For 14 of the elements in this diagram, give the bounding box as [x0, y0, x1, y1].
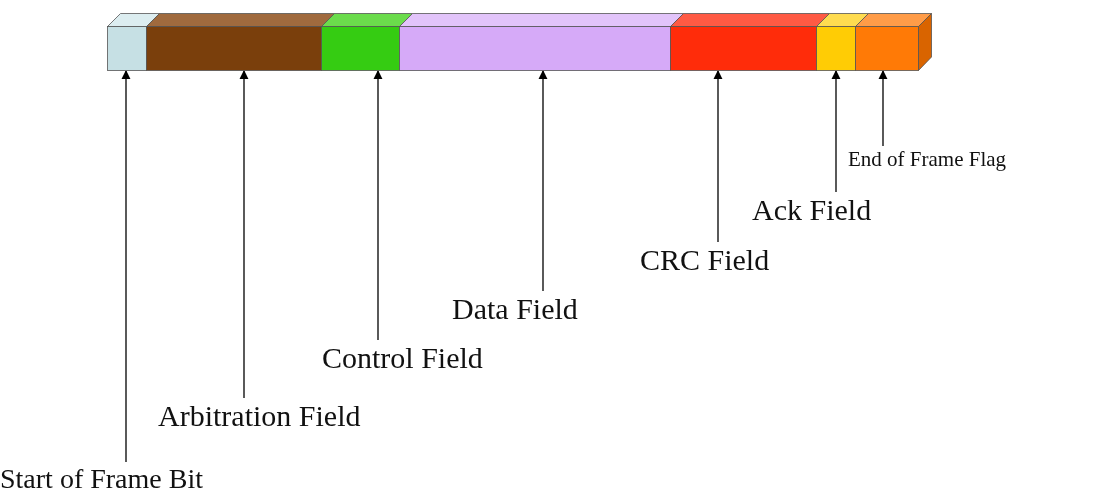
arrow [831, 70, 841, 193]
field-label: Arbitration Field [158, 401, 361, 431]
field-label: End of Frame Flag [848, 149, 1007, 170]
field-label: Ack Field [752, 195, 872, 225]
arrow [373, 70, 383, 341]
arrow [713, 70, 723, 243]
field-label: Control Field [322, 343, 483, 373]
arrow [239, 70, 249, 399]
arrow [121, 70, 131, 463]
arrow [878, 70, 888, 147]
field-label: Start of Frame Bit [0, 465, 203, 493]
field-label: CRC Field [640, 245, 770, 275]
arrow [538, 70, 548, 292]
field-label: Data Field [452, 294, 578, 324]
